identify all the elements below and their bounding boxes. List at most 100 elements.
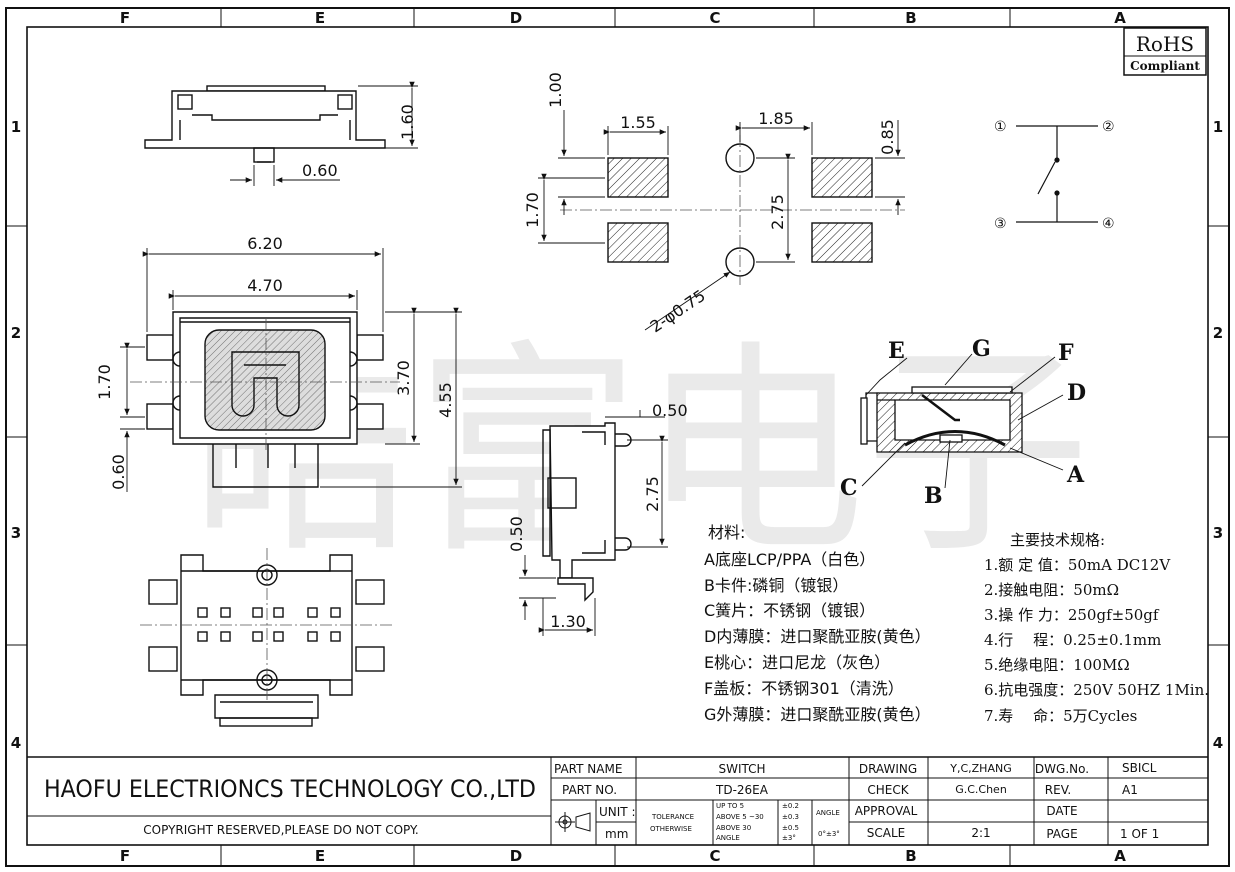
- dim-end-width: 1.30: [550, 612, 586, 631]
- tolerance-label: TOLERANCE: [651, 813, 694, 821]
- tolerance-range-2: ABOVE 5 ~30: [716, 813, 764, 821]
- approval-label: APPROVAL: [855, 804, 918, 818]
- dim-side-height: 1.60: [398, 104, 417, 140]
- zone-col-top-4: C: [709, 9, 720, 27]
- section-label-b: B: [924, 483, 943, 509]
- dim-pad-stack: 1.70: [523, 192, 542, 228]
- unit-value: mm: [605, 827, 628, 841]
- zone-col-bottom-1: F: [120, 847, 130, 865]
- zone-row-right-4: 4: [1213, 734, 1223, 752]
- zone-col-top-6: A: [1114, 9, 1126, 27]
- specs-item: 6.抗电强度：250V 50HZ 1Min.: [984, 681, 1209, 699]
- section-label-g: G: [972, 336, 991, 362]
- section-label-d: D: [1067, 380, 1086, 406]
- page-label: PAGE: [1046, 827, 1077, 841]
- part-no-label: PART NO.: [562, 783, 617, 797]
- end-view-dims: [519, 410, 668, 636]
- zone-col-bottom-3: D: [510, 847, 522, 865]
- specs-title: 主要技术规格:: [1010, 531, 1105, 549]
- top-view: [146, 311, 384, 488]
- materials-item: E桃心：进口尼龙（灰色）: [704, 653, 890, 672]
- tolerance-value-4: ±3°: [782, 834, 796, 842]
- specs-item: 1.额 定 值：50mA DC12V: [984, 556, 1171, 574]
- zone-col-top-1: F: [120, 9, 130, 27]
- section-label-e: E: [888, 338, 905, 364]
- sheet-frame: [5, 7, 1230, 867]
- side-view-dims: [230, 81, 418, 186]
- bottom-view-centerlines: [140, 548, 395, 702]
- dim-pad-top-gap: 1.00: [546, 72, 565, 108]
- rohs-badge: RoHS Compliant: [1123, 27, 1207, 76]
- bottom-view: [148, 554, 385, 727]
- scale-value: 2:1: [971, 826, 990, 840]
- zone-row-right-3: 3: [1213, 524, 1223, 542]
- materials-item: A底座LCP/PPA（白色）: [704, 550, 875, 569]
- part-name-value: SWITCH: [718, 762, 765, 776]
- zone-row-left-3: 3: [11, 524, 21, 542]
- scale-label: SCALE: [867, 826, 905, 840]
- section-label-c: C: [840, 475, 858, 501]
- title-block-grid: [27, 756, 1208, 845]
- dim-side-width: 0.60: [302, 161, 338, 180]
- tolerance-range-1: UP TO 5: [716, 802, 744, 810]
- tolerance-value-1: ±0.2: [782, 802, 799, 810]
- zone-labels: F E D C B A F E D C B A 1 2 3 4 1 2 3 4: [11, 9, 1223, 865]
- part-no-value: TD-26EA: [715, 783, 769, 797]
- specs-item: 3.操 作 力：250gf±50gf: [984, 606, 1160, 624]
- title-block-text: HAOFU ELECTRIONCS TECHNOLOGY CO.,LTD COP…: [44, 761, 1159, 842]
- dim-end-top: 0.50: [652, 401, 688, 420]
- dim-top-outer-height: 4.55: [436, 382, 455, 418]
- dim-top-overall: 6.20: [247, 234, 283, 253]
- schematic-pin-1: ①: [994, 119, 1007, 135]
- rohs-text: RoHS: [1136, 32, 1194, 56]
- side-view: [144, 85, 386, 163]
- tolerance-value-2: ±0.3: [782, 813, 799, 821]
- dim-hole-pitch: 2.75: [768, 194, 787, 230]
- zone-col-top-3: D: [510, 9, 522, 27]
- materials-item: D内薄膜：进口聚酰亚胺(黄色）: [704, 627, 931, 646]
- zone-row-left-1: 1: [11, 118, 21, 136]
- zone-col-bottom-6: A: [1114, 847, 1126, 865]
- materials-item: C簧片：不锈钢（镀银）: [704, 601, 875, 620]
- tolerance-value-3: ±0.5: [782, 824, 799, 832]
- section-label-f: F: [1058, 340, 1074, 366]
- zone-row-left-2: 2: [11, 324, 21, 342]
- rev-label: REV.: [1045, 783, 1071, 797]
- dwg-no-value: SBICL: [1122, 761, 1157, 775]
- drawing-value: Y,C,ZHANG: [949, 762, 1011, 775]
- specs-item: 4.行 程：0.25±0.1mm: [984, 631, 1161, 649]
- zone-col-top-5: B: [905, 9, 916, 27]
- end-view: [542, 422, 632, 602]
- check-value: G.C.Chen: [955, 783, 1007, 796]
- top-view-dims: [120, 248, 462, 492]
- zone-col-bottom-4: C: [709, 847, 720, 865]
- circuit-schematic: [1016, 125, 1098, 223]
- section-label-a: A: [1066, 462, 1085, 488]
- angle-label: ANGLE: [816, 809, 840, 817]
- projection-symbol-icon: [555, 812, 591, 832]
- dim-top-inner-height: 3.70: [394, 360, 413, 396]
- top-view-centerlines: [130, 318, 400, 450]
- zone-row-right-1: 1: [1213, 118, 1223, 136]
- specs-item: 5.绝缘电阻：100MΩ: [984, 656, 1130, 674]
- schematic-pin-3: ③: [994, 216, 1007, 232]
- specs-item: 7.寿 命：5万Cycles: [984, 707, 1137, 725]
- tolerance-otherwise-label: OTHERWISE: [650, 825, 692, 833]
- drawing-label: DRAWING: [859, 762, 917, 776]
- dim-pad-width: 1.55: [620, 113, 656, 132]
- materials-list: 材料: A底座LCP/PPA（白色） B卡件:磷铜（镀银） C簧片：不锈钢（镀银…: [704, 523, 931, 724]
- dim-pad-gap: 1.85: [758, 109, 794, 128]
- dwg-no-label: DWG.No.: [1035, 762, 1089, 776]
- pcb-footprint-dims: [538, 110, 905, 331]
- specs-item: 2.接触电阻：50mΩ: [984, 581, 1119, 599]
- materials-item: F盖板：不锈钢301（清洗）: [704, 679, 904, 698]
- schematic-pin-2: ②: [1102, 119, 1115, 135]
- rev-value: A1: [1122, 783, 1138, 797]
- zone-col-bottom-5: B: [905, 847, 916, 865]
- materials-item: B卡件:磷铜（镀银）: [704, 576, 848, 595]
- angle-value: 0°±3°: [818, 830, 840, 838]
- copyright-notice: COPYRIGHT RESERVED,PLEASE DO NOT COPY.: [143, 823, 418, 837]
- dim-top-lead: 0.60: [109, 454, 128, 490]
- materials-item: G外薄膜：进口聚酰亚胺(黄色）: [704, 705, 931, 724]
